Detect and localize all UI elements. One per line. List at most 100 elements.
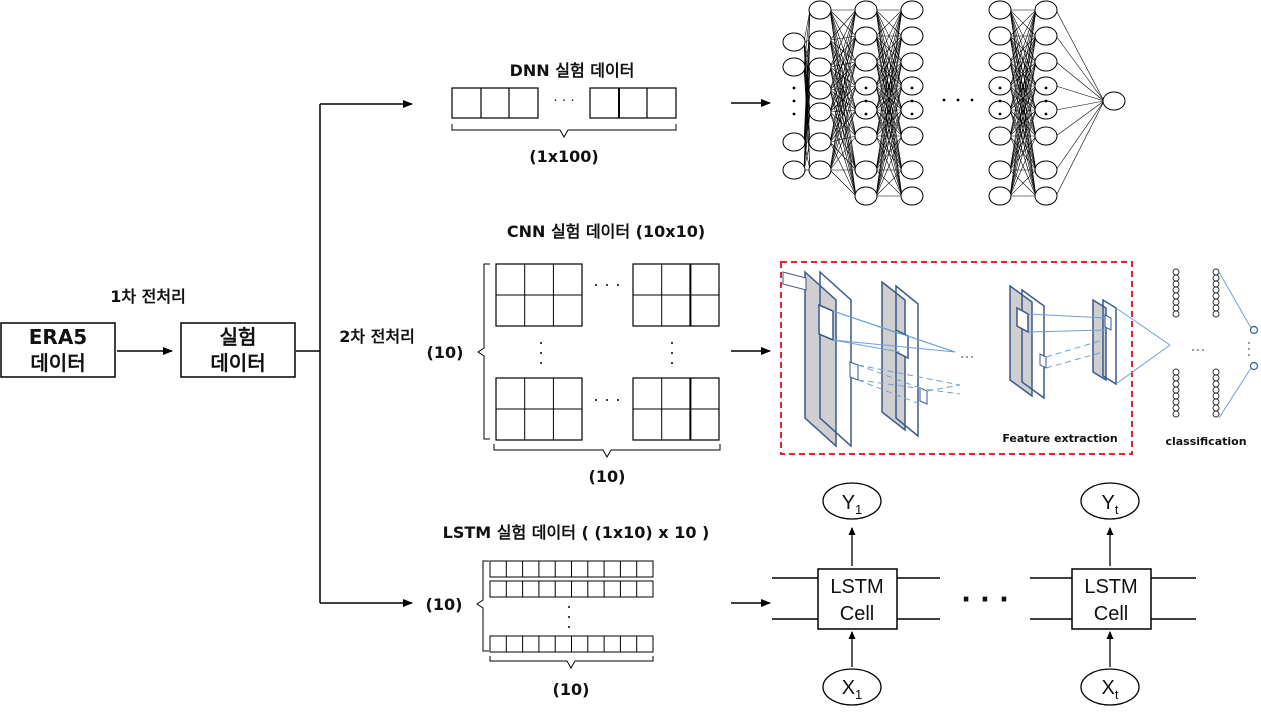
lstm-cell-1-label: LSTM	[830, 576, 883, 598]
neuron-node	[988, 126, 1012, 146]
cnn-rows-label: (10)	[427, 343, 464, 362]
neuron-node	[988, 0, 1012, 20]
neuron-node	[1034, 76, 1058, 96]
step1-label: 1차 전처리	[110, 287, 186, 306]
lstm-sequence-row	[489, 580, 654, 598]
feature-extraction-label: Feature extraction	[1002, 432, 1117, 445]
lstm-sequence-row	[489, 635, 654, 653]
neuron-node	[900, 0, 924, 20]
cnn-left-brace	[477, 263, 490, 440]
lstm-cell-1-sublabel: Cell	[840, 603, 874, 625]
neuron-node	[900, 160, 924, 180]
neuron-node	[1034, 126, 1058, 146]
neuron-node	[1034, 0, 1058, 20]
era5-sublabel: 데이터	[30, 351, 85, 375]
neuron-node	[854, 100, 878, 120]
cnn-receptive-links	[832, 307, 1171, 405]
neuron-node	[782, 57, 806, 77]
lstm-cell-t-label: LSTM	[1084, 576, 1137, 598]
neuron-node	[1102, 91, 1126, 111]
dnn-title: DNN 실험 데이터	[510, 61, 635, 80]
neuron-node	[782, 32, 806, 52]
classification-layers	[1172, 268, 1259, 419]
cnn-grid-block	[495, 263, 583, 327]
cnn-feature-maps	[782, 270, 1117, 448]
lstm-rows-label: (10)	[426, 595, 463, 614]
neuron-node	[808, 160, 832, 180]
step2-label: 2차 전처리	[339, 327, 415, 346]
dnn-network-illustration	[782, 0, 1126, 206]
lstm-sequence-matrix	[489, 560, 654, 653]
neuron-node	[782, 132, 806, 152]
dnn-vector	[451, 87, 677, 119]
output-yt-label: Yt	[1102, 492, 1119, 517]
dnn-brace	[451, 124, 677, 139]
era5-box: ERA5 데이터	[0, 322, 116, 378]
neuron-node	[900, 100, 924, 120]
output-y1-label: Y1	[842, 492, 863, 517]
neuron-node	[808, 30, 832, 50]
cnn-cols-label: (10)	[589, 467, 626, 486]
lstm-sequence-row	[489, 560, 654, 578]
feature-extraction-frame	[780, 261, 1133, 455]
neuron-node	[900, 126, 924, 146]
cnn-title: CNN 실험 데이터 (10x10)	[507, 222, 705, 241]
output-y1-node	[822, 482, 882, 520]
cnn-bottom-brace	[493, 444, 721, 459]
input-xt-label: Xt	[1102, 677, 1119, 702]
neuron-node	[900, 186, 924, 206]
era5-label: ERA5	[29, 325, 87, 349]
neuron-node	[988, 186, 1012, 206]
neuron-node	[854, 76, 878, 96]
output-yt-node	[1080, 482, 1140, 520]
cnn-ellipsis-marks	[540, 284, 673, 401]
neuron-node	[988, 160, 1012, 180]
neuron-node	[1034, 100, 1058, 120]
lstm-left-brace	[476, 560, 489, 652]
neuron-node	[988, 26, 1012, 46]
neuron-node	[808, 57, 832, 77]
neuron-node	[1034, 26, 1058, 46]
lstm-cell-1: LSTM Cell Y1 X1	[772, 482, 940, 706]
neuron-node	[988, 52, 1012, 72]
lstm-cols-label: (10)	[553, 680, 590, 699]
neuron-node	[900, 26, 924, 46]
dnn-dims: (1x100)	[529, 147, 598, 166]
neuron-node	[854, 126, 878, 146]
lstm-cell-t: LSTM Cell Yt Xt	[1030, 482, 1196, 706]
input-x1-node	[822, 668, 882, 706]
branch-connector	[296, 100, 413, 607]
neuron-node	[808, 80, 832, 100]
neuron-node	[854, 52, 878, 72]
input-x1-label: X1	[842, 677, 863, 702]
neuron-node	[854, 186, 878, 206]
lstm-title: LSTM 실험 데이터 ( (1x10) x 10 )	[443, 523, 710, 542]
experiment-sublabel: 데이터	[210, 351, 265, 375]
input-xt-node	[1080, 668, 1140, 706]
cnn-ellipsis	[961, 342, 1250, 358]
cnn-grid-block	[632, 263, 720, 327]
classification-label: classification	[1165, 435, 1246, 448]
neuron-node	[854, 26, 878, 46]
lstm-cell-t-sublabel: Cell	[1094, 603, 1128, 625]
neuron-node	[988, 100, 1012, 120]
lstm-vertical-ellipsis	[568, 606, 570, 628]
experiment-box: 실험 데이터	[180, 322, 296, 378]
cnn-grid-block	[632, 377, 720, 441]
neuron-node	[854, 160, 878, 180]
lstm-sequence-ellipsis: · · ·	[961, 585, 1009, 615]
neuron-node	[988, 76, 1012, 96]
neuron-node	[854, 0, 878, 20]
output-node	[1249, 361, 1259, 371]
neuron-node	[808, 132, 832, 152]
dnn-ellipsis: · · ·	[553, 91, 575, 107]
neuron-node	[808, 102, 832, 122]
neuron-node	[782, 160, 806, 180]
cnn-grid-block	[495, 377, 583, 441]
neuron-node	[1034, 160, 1058, 180]
cnn-grid-matrix	[495, 263, 720, 441]
neuron-node	[900, 76, 924, 96]
neuron-node	[1034, 52, 1058, 72]
neuron-node	[808, 0, 832, 20]
